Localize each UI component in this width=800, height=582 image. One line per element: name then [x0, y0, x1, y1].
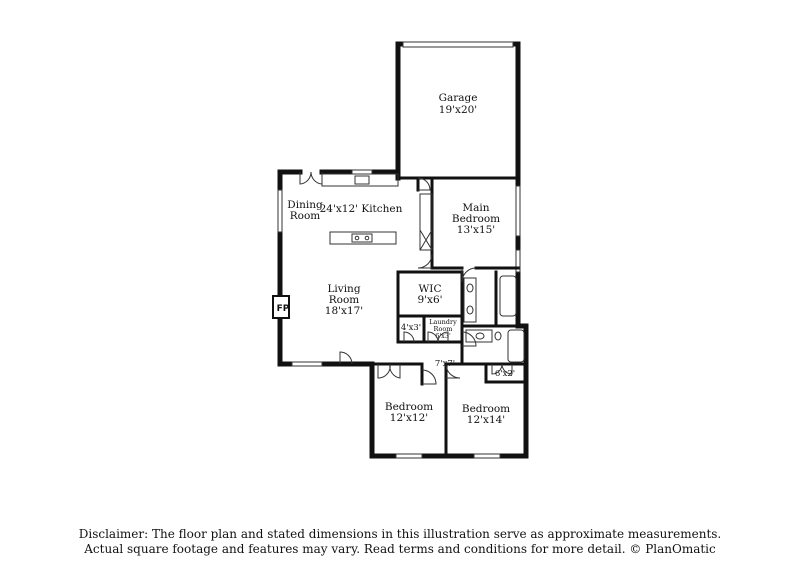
garage-walls	[395, 41, 521, 181]
living-dims: 18'x17'	[325, 305, 363, 317]
kitchen-window	[351, 169, 373, 175]
cooktop	[351, 233, 373, 243]
dining-window	[277, 189, 283, 233]
kitchen-sink	[354, 175, 370, 185]
doors	[299, 171, 513, 385]
bedroom-left-window	[395, 453, 423, 459]
laundry-dims: 6'x3'	[435, 332, 451, 340]
laundry-label-1: Laundry	[429, 318, 457, 326]
master-tub	[499, 275, 517, 317]
bedroom-left-dims: 12'x12'	[390, 412, 428, 424]
main-bedroom-dims: 13'x15'	[457, 224, 495, 236]
kitchen-island	[329, 231, 397, 245]
bedroom-left-label: Bedroom	[385, 401, 433, 413]
bedroom-right-window	[473, 453, 501, 459]
main-bedroom-label-1: Main	[462, 202, 489, 214]
dining-label-2: Room	[290, 210, 321, 222]
bedroom-right-dims: 12'x14'	[467, 414, 505, 426]
wic-label: WIC	[419, 283, 442, 295]
hall-vanity	[465, 329, 493, 343]
garage-dims: 19'x20'	[439, 104, 477, 116]
disclaimer-line-2: Actual square footage and features may v…	[84, 542, 716, 556]
hall-tub	[507, 329, 525, 363]
disclaimer-line-1: Disclaimer: The floor plan and stated di…	[78, 527, 722, 541]
master-vanity	[463, 277, 477, 323]
garage-door	[402, 41, 514, 48]
fireplace-label: FP	[277, 304, 290, 314]
hall-dims: 7'x7'	[435, 359, 455, 369]
fireplace: FP	[272, 295, 290, 319]
laundry-label-2: Room	[434, 325, 453, 333]
living-window	[291, 361, 323, 367]
main-bedroom-window	[515, 185, 521, 237]
living-label-2: Room	[329, 294, 360, 306]
side-counter	[419, 193, 433, 251]
garage-label: Garage	[439, 92, 478, 104]
wic-dims: 9'x6'	[417, 294, 442, 306]
kitchen-label: 24'x12' Kitchen	[320, 203, 403, 215]
living-label-1: Living	[327, 283, 360, 295]
main-bath-window	[515, 249, 521, 273]
main-bedroom-label-2: Bedroom	[452, 213, 500, 225]
closet-4x3-dims: 4'x3'	[401, 323, 421, 333]
windows	[277, 169, 521, 459]
bedroom-right-label: Bedroom	[462, 403, 510, 415]
dining-label-1: Dining	[287, 199, 323, 211]
closet-6x2-dims: 6'x2'	[495, 369, 515, 379]
room-labels: Garage 19'x20' Dining Room 24'x12' Kitch…	[287, 92, 515, 426]
